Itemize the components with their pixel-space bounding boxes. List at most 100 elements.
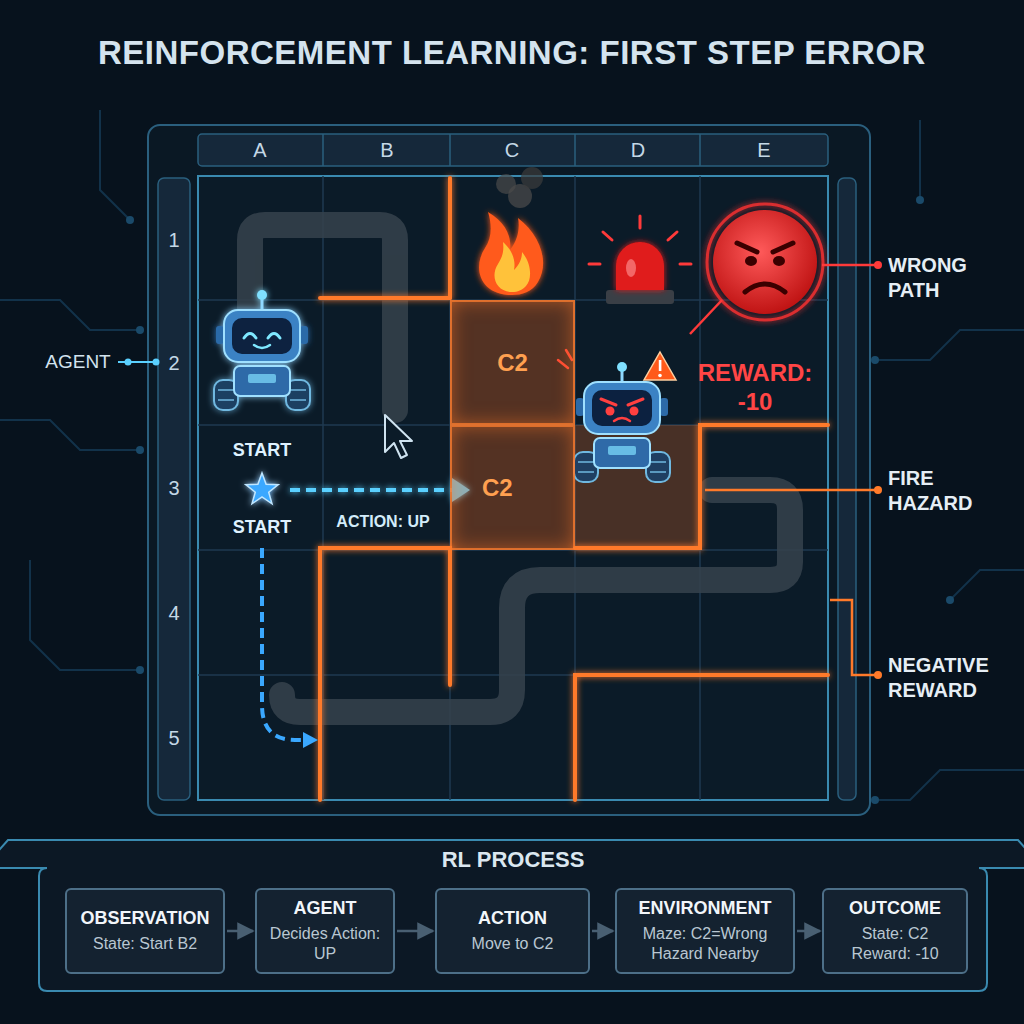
maze-walls bbox=[320, 296, 450, 300]
negative-reward-leader bbox=[874, 671, 882, 679]
box-heading: OBSERVATION bbox=[80, 908, 209, 930]
panel-heading: RL PROCESS bbox=[38, 847, 988, 872]
action-label: ACTION: UP bbox=[336, 513, 429, 531]
error-robot bbox=[606, 407, 615, 416]
alternate-path-arrow bbox=[262, 548, 304, 740]
agent-leader bbox=[153, 359, 160, 366]
action-arrow bbox=[290, 488, 452, 492]
box-heading: ENVIRONMENT bbox=[638, 898, 771, 920]
agent-leader bbox=[125, 359, 132, 366]
row-label: 4 bbox=[168, 602, 179, 625]
column-label: A bbox=[253, 139, 266, 162]
agent-robot bbox=[254, 345, 270, 348]
angry-face-icon bbox=[745, 284, 785, 292]
row-label: 2 bbox=[168, 352, 179, 375]
circuit-pads bbox=[136, 666, 144, 674]
agent-callout: AGENT bbox=[45, 351, 110, 373]
column-label: E bbox=[757, 139, 770, 162]
fire-icon bbox=[479, 212, 543, 295]
angry-face-icon bbox=[707, 204, 823, 320]
column-separators bbox=[699, 134, 701, 166]
row-header-bar bbox=[158, 178, 190, 800]
grid-lines bbox=[198, 176, 828, 800]
box-body: State: C2 Reward: -10 bbox=[834, 924, 956, 964]
reward-value: REWARD: -10 bbox=[698, 359, 813, 417]
row-label: 5 bbox=[168, 727, 179, 750]
box-body: State: Start B2 bbox=[93, 934, 197, 954]
alarm-light bbox=[668, 232, 677, 240]
maze-grid bbox=[198, 176, 828, 800]
alarm-light bbox=[603, 232, 612, 240]
circuit-pads bbox=[871, 356, 879, 364]
error-robot bbox=[614, 418, 630, 421]
process-box: ENVIRONMENTMaze: C2=Wrong Hazard Nearby bbox=[615, 888, 795, 974]
error-robot bbox=[601, 399, 616, 405]
warning-sign bbox=[659, 360, 662, 371]
column-separators bbox=[574, 134, 576, 166]
column-separators bbox=[449, 134, 451, 166]
circuit-traces bbox=[919, 120, 921, 200]
maze-walls bbox=[320, 548, 450, 800]
column-label: C bbox=[505, 139, 519, 162]
wrong-path-leader bbox=[874, 261, 882, 269]
diagram-title: REINFORCEMENT LEARNING: FIRST STEP ERROR bbox=[0, 34, 1024, 72]
process-box: OUTCOMEState: C2 Reward: -10 bbox=[822, 888, 968, 974]
maze-cell: C2 bbox=[450, 425, 575, 550]
panel-outline-path bbox=[0, 840, 1024, 991]
alarm-light bbox=[639, 216, 642, 228]
circuit-traces bbox=[0, 420, 140, 450]
angry-face-icon bbox=[773, 256, 785, 266]
start-star bbox=[246, 473, 278, 504]
agent-robot bbox=[244, 334, 256, 339]
warning-sign bbox=[644, 352, 676, 380]
circuit-pads bbox=[916, 196, 924, 204]
maze-cell: C2 bbox=[450, 300, 575, 425]
wrong-path-leader bbox=[822, 264, 878, 267]
angry-face-icon bbox=[707, 204, 823, 320]
alarm-light bbox=[589, 216, 691, 304]
column-label: D bbox=[631, 139, 645, 162]
fire-icon bbox=[521, 167, 543, 189]
maze-path-tube bbox=[250, 225, 790, 712]
cell-label: C2 bbox=[482, 474, 513, 502]
row-label: 3 bbox=[168, 477, 179, 500]
box-heading: AGENT bbox=[294, 898, 357, 920]
agent-robot bbox=[214, 290, 310, 410]
error-robot bbox=[630, 407, 639, 416]
negative-reward-leader bbox=[830, 600, 878, 675]
wrong-path-leader bbox=[822, 261, 882, 269]
fire-hazard-leader bbox=[705, 489, 878, 492]
warning-leader bbox=[690, 300, 722, 334]
process-box: ACTIONMove to C2 bbox=[435, 888, 590, 974]
alarm-light bbox=[680, 263, 691, 266]
circuit-pads bbox=[136, 326, 144, 334]
warning-sign bbox=[644, 352, 676, 380]
alarm-light bbox=[589, 263, 600, 266]
agent-leader bbox=[118, 361, 156, 363]
fire-hazard-leader bbox=[874, 486, 882, 494]
agent-robot bbox=[268, 334, 280, 339]
negative-reward-leader bbox=[830, 600, 882, 679]
callout-label: NEGATIVE REWARD bbox=[888, 653, 989, 703]
warning-sign bbox=[658, 374, 662, 378]
box-body: Decides Action: UP bbox=[267, 924, 383, 964]
angry-face-icon bbox=[737, 243, 757, 252]
callout-label: WRONG PATH bbox=[888, 253, 967, 303]
circuit-traces bbox=[875, 330, 1024, 360]
angry-face-icon bbox=[773, 243, 793, 252]
maze-walls bbox=[448, 178, 452, 298]
cell-label: C2 bbox=[497, 349, 528, 377]
action-arrow bbox=[290, 478, 470, 502]
process-box: OBSERVATION State: Start B2 bbox=[65, 888, 225, 974]
agent-robot bbox=[214, 290, 310, 410]
alternate-path-arrow bbox=[262, 548, 318, 748]
column-separators bbox=[322, 134, 324, 166]
column-separators bbox=[323, 134, 700, 166]
alarm-light bbox=[616, 242, 664, 290]
process-panel: RL PROCESS OBSERVATION State: Start B2 AGEN… bbox=[38, 838, 988, 992]
maze-panel bbox=[148, 125, 870, 815]
mouse-cursor bbox=[385, 415, 412, 458]
circuit-traces bbox=[950, 570, 1024, 600]
fire-hazard-leader bbox=[705, 486, 882, 494]
